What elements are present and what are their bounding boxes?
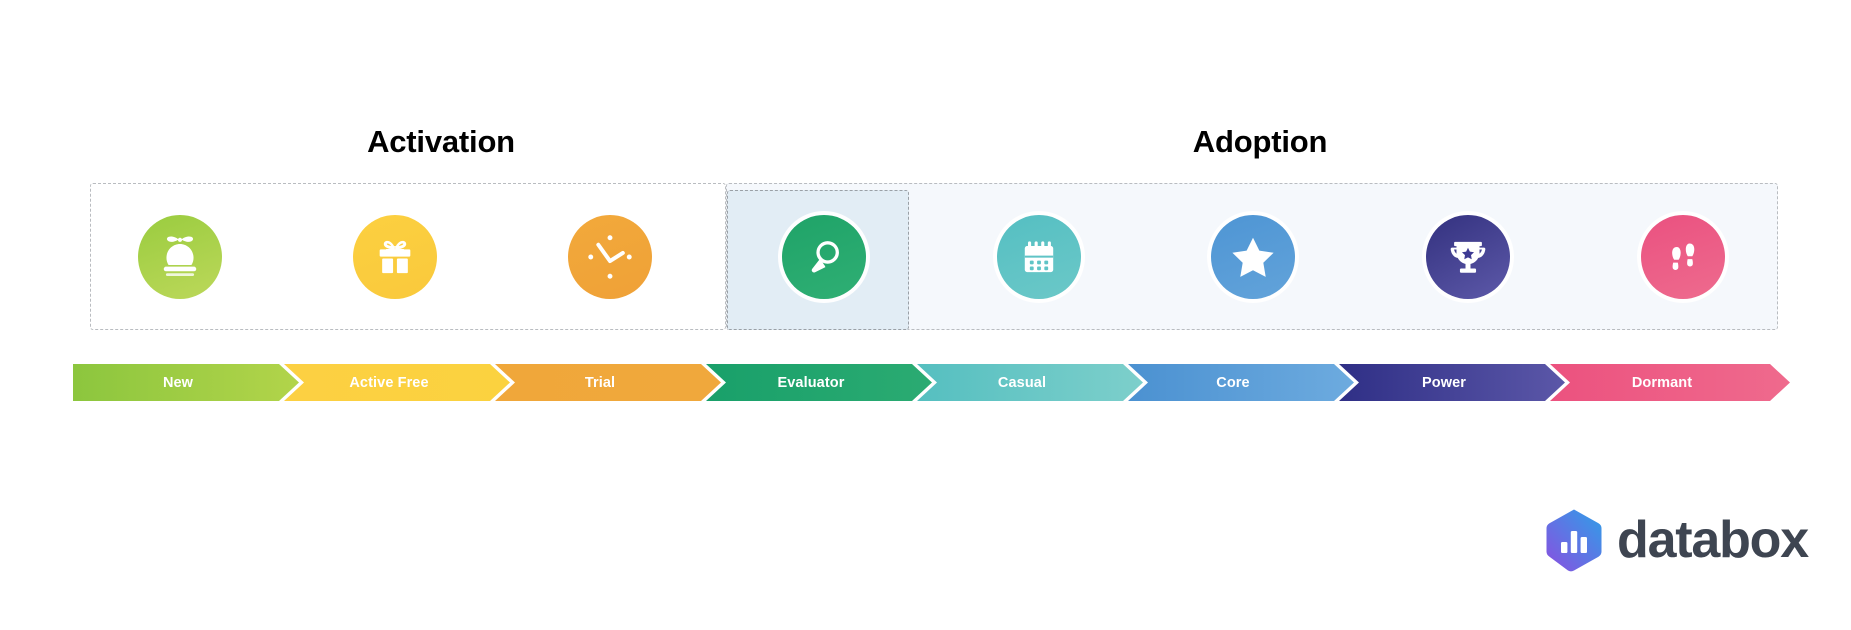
icon-cell-new[interactable] <box>73 214 288 299</box>
icon-cell-core[interactable] <box>1146 214 1361 299</box>
stage-label-core: Core <box>1216 374 1250 391</box>
icon-cell-evaluator[interactable] <box>717 214 932 299</box>
lifecycle-stage-bar: New Active Free Trial Evaluator Casual C… <box>73 364 1790 401</box>
stage-segment-active-free[interactable]: Active Free <box>284 364 510 401</box>
magnifier-icon <box>802 235 846 279</box>
clock-icon <box>582 229 638 285</box>
stage-label-evaluator: Evaluator <box>777 374 845 391</box>
stage-segment-power[interactable]: Power <box>1339 364 1565 401</box>
stage-icon-core[interactable] <box>1211 214 1296 299</box>
stage-label-active-free: Active Free <box>349 374 429 391</box>
stage-segment-evaluator[interactable]: Evaluator <box>706 364 932 401</box>
stage-icon-new[interactable] <box>138 214 223 299</box>
stage-segment-trial[interactable]: Trial <box>495 364 721 401</box>
section-title-activation: Activation <box>367 124 515 159</box>
stage-label-dormant: Dormant <box>1631 374 1693 391</box>
stage-segment-core[interactable]: Core <box>1128 364 1354 401</box>
icon-cell-power[interactable] <box>1361 214 1576 299</box>
calendar-icon <box>1017 235 1061 279</box>
stage-label-new: New <box>162 374 194 391</box>
stage-segment-casual[interactable]: Casual <box>917 364 1143 401</box>
gift-icon <box>372 234 418 280</box>
icon-cell-dormant[interactable] <box>1575 214 1790 299</box>
stage-icon-active-free[interactable] <box>352 214 437 299</box>
stage-icon-evaluator[interactable] <box>782 214 867 299</box>
stage-label-trial: Trial <box>584 374 616 391</box>
stage-segment-dormant[interactable]: Dormant <box>1550 364 1790 401</box>
footprints-icon <box>1662 236 1704 278</box>
stage-icon-trial[interactable] <box>567 214 652 299</box>
stage-icon-power[interactable] <box>1426 214 1511 299</box>
stage-label-casual: Casual <box>997 374 1047 391</box>
trophy-icon <box>1445 234 1491 280</box>
stage-icon-casual[interactable] <box>996 214 1081 299</box>
lifecycle-icon-row <box>73 183 1790 330</box>
databox-hexagon-bars-icon <box>1545 508 1603 572</box>
stage-icon-dormant[interactable] <box>1640 214 1725 299</box>
icon-cell-active-free[interactable] <box>288 214 503 299</box>
star-icon <box>1228 232 1278 282</box>
propeller-hat-icon <box>155 232 205 282</box>
databox-logo: databox <box>1545 508 1809 572</box>
icon-cell-trial[interactable] <box>502 214 717 299</box>
section-title-adoption: Adoption <box>1192 124 1328 159</box>
icon-cell-casual[interactable] <box>932 214 1147 299</box>
stage-segment-new[interactable]: New <box>73 364 299 401</box>
stage-label-power: Power <box>1421 374 1466 391</box>
databox-wordmark: databox <box>1617 511 1809 569</box>
